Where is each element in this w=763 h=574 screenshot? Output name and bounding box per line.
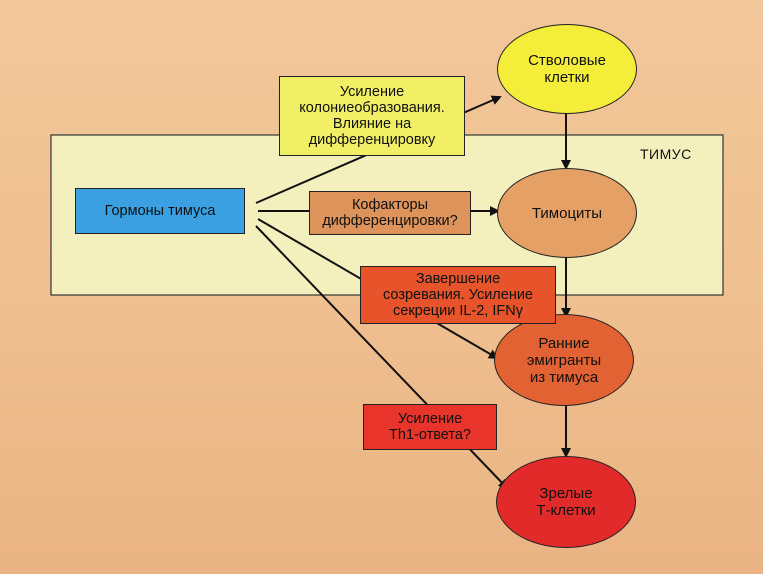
- stem-cells-node: Стволовые клетки: [497, 24, 637, 114]
- thymus-region-label: ТИМУС: [640, 146, 692, 162]
- mature-t-cells-node: Зрелые Т-клетки: [496, 456, 636, 548]
- th1-response-box: Усиление Th1-ответа?: [363, 404, 497, 450]
- maturation-box: Завершение созревания. Усиление секреции…: [360, 266, 556, 324]
- early-emigrants-node: Ранние эмигранты из тимуса: [494, 314, 634, 406]
- thymus-hormones-box: Гормоны тимуса: [75, 188, 245, 234]
- differentiation-cofactors-box: Кофакторы дифференцировки?: [309, 191, 471, 235]
- colony-formation-box: Усиление колониеобразования. Влияние на …: [279, 76, 465, 156]
- thymocytes-node: Тимоциты: [497, 168, 637, 258]
